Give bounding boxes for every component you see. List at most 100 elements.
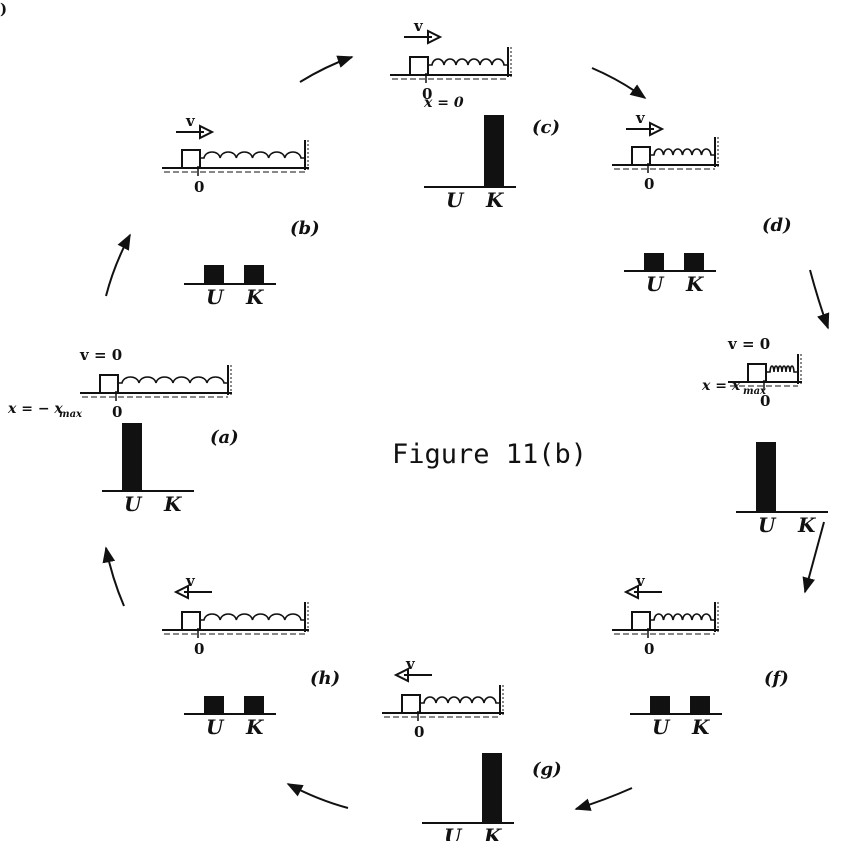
corner-mark: ) [0, 0, 7, 18]
mass-block [401, 694, 421, 714]
kinetic-label: K [163, 492, 183, 516]
mass-block [181, 611, 201, 631]
panel-label-g: (g) [532, 759, 562, 780]
cycle-arrow-b-to-c [299, 55, 354, 83]
potential-label: U [206, 285, 225, 309]
kinetic-label: K [797, 513, 817, 537]
origin-label: 0 [194, 640, 204, 658]
velocity-arrow-right [626, 121, 665, 137]
mass-block [631, 146, 651, 166]
origin-label: 0 [644, 640, 654, 658]
pos-label-neg-max: x = − x max [7, 401, 83, 420]
potential-energy-bar [644, 253, 664, 271]
pos-label-zero: x = 0 [423, 95, 464, 111]
velocity-label: v [635, 572, 646, 590]
panel-label-d: (d) [762, 215, 792, 236]
velocity-zero-label: v = 0 [79, 346, 122, 364]
svg-text:max: max [59, 409, 83, 420]
spring [428, 58, 508, 66]
potential-label: U [446, 188, 465, 212]
spring [200, 613, 305, 621]
kinetic-label: K [485, 188, 505, 212]
velocity-arrow-left [623, 584, 662, 600]
potential-label: U [646, 272, 665, 296]
origin-label: 0 [112, 403, 122, 421]
kinetic-label: K [245, 715, 265, 739]
potential-label: U [206, 715, 225, 739]
panel-label-b: (b) [290, 218, 320, 239]
potential-energy-bar [204, 696, 224, 714]
mass-block [409, 56, 429, 76]
cycle-arrow-f-to-g [574, 787, 633, 811]
cycle-arrow-h-to-a [102, 546, 125, 607]
panel-label-h: (h) [310, 668, 340, 689]
svg-text:x = x: x = x [701, 378, 741, 394]
velocity-label: v [413, 17, 424, 35]
kinetic-energy-bar [484, 115, 504, 187]
spring [420, 696, 500, 704]
velocity-label: v [185, 112, 196, 130]
kinetic-energy-bar [482, 753, 502, 823]
spring [766, 365, 798, 373]
origin-label: 0 [644, 175, 654, 193]
origin-label: 0 [194, 178, 204, 196]
velocity-arrow-left [173, 584, 212, 600]
mass-block [99, 374, 119, 394]
potential-label: U [124, 492, 143, 516]
potential-label: U [652, 715, 671, 739]
spring [650, 148, 715, 156]
potential-label: U [758, 513, 777, 537]
cycle-arrow-d-to-e [809, 269, 830, 330]
potential-energy-bar [756, 442, 776, 512]
potential-energy-bar [122, 423, 142, 491]
mass-block [631, 611, 651, 631]
mass-block [747, 363, 767, 383]
origin-label: 0 [414, 723, 424, 741]
svg-text:max: max [743, 386, 767, 397]
cycle-arrow-a-to-b [105, 233, 131, 297]
spring [650, 613, 715, 621]
cycle-arrow-g-to-h [286, 783, 349, 809]
panel-e: 0v = 0UK(e) [727, 335, 828, 537]
kinetic-energy-bar [684, 253, 704, 271]
kinetic-energy-bar [244, 696, 264, 714]
velocity-arrow-right [404, 29, 443, 45]
velocity-label: v [185, 572, 196, 590]
figure-title: Figure 11(b) [392, 439, 587, 470]
potential-energy-bar [650, 696, 670, 714]
mass-block [181, 149, 201, 169]
velocity-arrow-right [176, 124, 215, 140]
cycle-arrow-c-to-d [591, 67, 647, 99]
kinetic-label: K [245, 285, 265, 309]
kinetic-label: K [691, 715, 711, 739]
kinetic-label: K [483, 824, 503, 841]
cycle-arrow-e-to-f [802, 521, 825, 594]
velocity-arrow-left [393, 667, 432, 683]
velocity-label: v [405, 655, 416, 673]
pos-label-pos-max: x = x max [701, 378, 767, 397]
origin-label: 0 [422, 85, 432, 103]
panel-label-c: (c) [532, 117, 560, 138]
cycle-arrows [102, 55, 830, 811]
velocity-label: v [635, 109, 646, 127]
spring [118, 376, 228, 384]
velocity-zero-label: v = 0 [727, 335, 770, 353]
svg-text:x = 0: x = 0 [423, 95, 464, 111]
spring [200, 151, 305, 159]
svg-text:x = − x: x = − x [7, 401, 63, 417]
panel-label-f: (f) [764, 668, 789, 689]
